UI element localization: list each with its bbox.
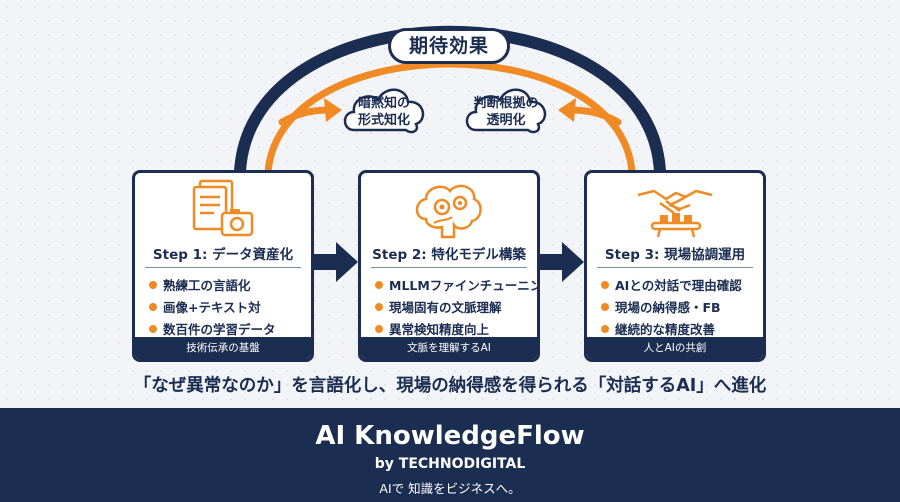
- step-1-footer: 技術伝承の基盤: [135, 337, 311, 359]
- tagline: 「なぜ異常なのか」を言語化し、現場の納得感を得られる「対話するAI」へ進化: [133, 376, 767, 396]
- cloud-right-line1: 判断根拠の: [473, 96, 539, 111]
- step-3-list: AIとの対話で理由確認 現場の納得感・FB 継続的な精度改善: [601, 275, 742, 341]
- cloud-tacit-knowledge: 暗黙知の 形式知化: [340, 80, 428, 138]
- list-item: 数百件の学習データ: [149, 319, 276, 341]
- handshake-conveyor-icon: [587, 179, 763, 241]
- cloud-transparency: 判断根拠の 透明化: [462, 80, 550, 138]
- step-1-title: Step 1: データ資産化: [152, 247, 294, 263]
- list-item: 画像+テキスト対: [149, 297, 276, 319]
- cloud-left-line2: 形式知化: [357, 113, 410, 128]
- list-item: 現場の納得感・FB: [601, 297, 742, 319]
- step-3-footer: 人とAIの共創: [587, 337, 763, 359]
- cloud-icon: [343, 88, 425, 134]
- list-item: 継続的な精度改善: [601, 319, 742, 341]
- step-2-list: MLLMファインチューニング 現場固有の文脈理解 異常検知精度向上: [375, 275, 537, 341]
- step-1-card: Step 1: データ資産化 熟練工の言語化 画像+テキスト対 数百件の学習デー…: [132, 170, 314, 362]
- step-2-title: Step 2: 特化モデル構築: [372, 247, 526, 263]
- step-3-card: Step 3: 現場協調運用 AIとの対話で理由確認 現場の納得感・FB 継続的…: [584, 170, 766, 362]
- list-item: MLLMファインチューニング: [375, 275, 537, 297]
- left-arrowhead: [324, 98, 342, 122]
- flow-arrow-right-icon: [314, 242, 358, 282]
- divider: [145, 267, 301, 268]
- right-orange-arrow: [566, 106, 622, 126]
- flow-arrow-right-icon: [540, 242, 584, 282]
- brand-slogan: AIで 知識をビジネスへ。: [379, 481, 521, 496]
- step-2-footer: 文脈を理解するAI: [361, 337, 537, 359]
- right-arrowhead: [558, 98, 576, 122]
- list-item: AIとの対話で理由確認: [601, 275, 742, 297]
- divider: [371, 267, 527, 268]
- step-1-list: 熟練工の言語化 画像+テキスト対 数百件の学習データ: [149, 275, 276, 341]
- inner-orange-arc: [264, 60, 636, 176]
- cloud-left-line1: 暗黙知の: [357, 96, 410, 111]
- step-2-card: Step 2: 特化モデル構築 MLLMファインチューニング 現場固有の文脈理解…: [358, 170, 540, 362]
- cloud-icon: [465, 88, 547, 134]
- list-item: 熟練工の言語化: [149, 275, 276, 297]
- left-orange-arrow: [278, 106, 334, 126]
- brain-gears-icon: [361, 179, 537, 241]
- list-item: 異常検知精度向上: [375, 319, 537, 341]
- list-item: 現場固有の文脈理解: [375, 297, 537, 319]
- brand-banner: AI KnowledgeFlow by TECHNODIGITAL AIで 知識…: [0, 408, 900, 502]
- documents-camera-icon: [135, 179, 311, 241]
- divider: [597, 267, 753, 268]
- step-3-title: Step 3: 現場協調運用: [604, 247, 746, 263]
- brand-byline: by TECHNODIGITAL: [374, 456, 526, 472]
- expected-effect-label: 期待効果: [388, 28, 510, 64]
- cloud-right-line2: 透明化: [486, 113, 526, 128]
- brand-name: AI KnowledgeFlow: [315, 421, 585, 451]
